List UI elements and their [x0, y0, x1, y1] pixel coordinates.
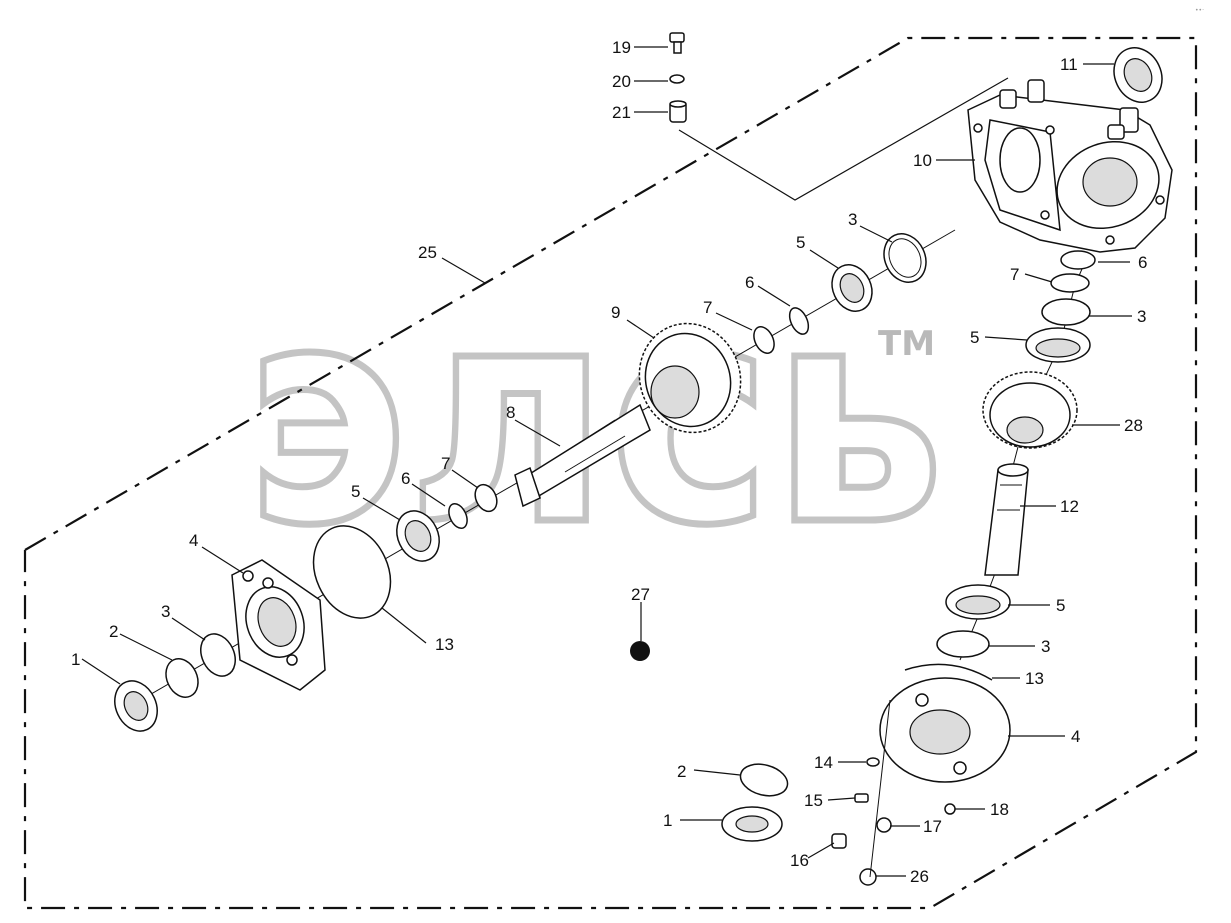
- callout-5-lower: 5: [351, 482, 360, 501]
- oring-3-right-lower: [936, 630, 990, 658]
- watermark-tm: TM: [878, 324, 935, 364]
- shim-7-upper: [753, 326, 775, 354]
- bevel-gear-9: [638, 322, 742, 434]
- callout-27: 27: [631, 585, 650, 604]
- callout-3-right-lower: 3: [1041, 637, 1050, 656]
- callout-4-right: 4: [1071, 727, 1080, 746]
- breather-bolt: [669, 32, 685, 54]
- circlip-2-left: [165, 658, 199, 698]
- callout-1-left: 1: [71, 650, 80, 669]
- plug-16: [831, 833, 847, 849]
- large-oring-13-left: [312, 525, 392, 619]
- callout-13-left: 13: [435, 635, 454, 654]
- bearing-5-right-upper: [1025, 327, 1091, 363]
- callout-20: 20: [612, 72, 631, 91]
- callout-6-lower: 6: [401, 469, 410, 488]
- callout-13-right: 13: [1025, 669, 1044, 688]
- callout-26: 26: [910, 867, 929, 886]
- oring-3-left: [200, 633, 236, 677]
- plug-18: [944, 803, 956, 815]
- shim-7-right: [1050, 273, 1090, 293]
- oil-seal-1-right: [721, 806, 783, 842]
- assembly-boundary: [23, 36, 1198, 910]
- shim-7-lower: [474, 483, 498, 513]
- callout-2-right: 2: [677, 762, 686, 781]
- callout-5-upper: 5: [796, 233, 805, 252]
- output-shaft-12: [984, 463, 1029, 576]
- housing-seal: [1113, 47, 1163, 103]
- callout-14: 14: [814, 753, 833, 772]
- callout-5-right-lower: 5: [1056, 596, 1065, 615]
- breather-leader-line: [678, 77, 1009, 201]
- oil-seal-1-left: [114, 680, 158, 732]
- callout-19: 19: [612, 38, 631, 57]
- callout-2-left: 2: [109, 622, 118, 641]
- circlip-6-upper: [788, 307, 810, 335]
- input-shaft-8: [514, 403, 651, 508]
- callout-16: 16: [790, 851, 809, 870]
- callout-7-upper: 7: [703, 298, 712, 317]
- callout-6-right: 6: [1138, 253, 1147, 272]
- bearing-5-right-lower: [945, 584, 1011, 620]
- bevel-gear-28: [982, 371, 1078, 449]
- callout-6-upper: 6: [745, 273, 754, 292]
- oring-13-right: [904, 663, 993, 681]
- part-27-marker: [630, 641, 650, 661]
- bearing-cover-4-right: [879, 677, 1011, 783]
- callout-15: 15: [804, 791, 823, 810]
- callout-11: 11: [1060, 55, 1078, 74]
- callout-18: 18: [990, 800, 1009, 819]
- bolt-15: [854, 793, 869, 803]
- callout-8: 8: [506, 403, 515, 422]
- callout-10: 10: [913, 151, 932, 170]
- callout-7-lower: 7: [441, 454, 450, 473]
- callout-25: 25: [418, 243, 437, 262]
- breather-washer: [669, 74, 685, 84]
- callout-21: 21: [612, 103, 631, 122]
- circlip-6-right: [1060, 250, 1096, 270]
- callout-labels: 19 20 21 11 10 25 3 5 6 7 9 8 7 6 5 4 13…: [71, 38, 1147, 886]
- callout-17: 17: [923, 817, 942, 836]
- lower-bearing-5: [396, 510, 440, 562]
- breather-spacer: [669, 100, 687, 123]
- callout-3-right-upper: 3: [1137, 307, 1146, 326]
- callout-4-left: 4: [189, 531, 198, 550]
- leader-lines: [81, 46, 1132, 877]
- circlip-6-lower: [448, 502, 468, 530]
- callout-1-right: 1: [663, 811, 672, 830]
- callout-12: 12: [1060, 497, 1079, 516]
- circlip-2-right: [739, 763, 789, 797]
- callout-7-right: 7: [1010, 265, 1019, 284]
- bearing-cover-4-left: [231, 559, 326, 691]
- callout-3-upper: 3: [848, 210, 857, 229]
- callout-28: 28: [1124, 416, 1143, 435]
- callout-3-left: 3: [161, 602, 170, 621]
- upper-bearing-5: [831, 264, 873, 312]
- fitting-26: [859, 868, 877, 886]
- callout-5-right-upper: 5: [970, 328, 979, 347]
- corner-mark: ••·: [1195, 7, 1204, 14]
- washer-14: [866, 757, 880, 767]
- callout-9: 9: [611, 303, 620, 322]
- gearbox-housing: [967, 79, 1173, 253]
- plug-17: [876, 817, 892, 833]
- oring-3-right-upper: [1041, 298, 1091, 326]
